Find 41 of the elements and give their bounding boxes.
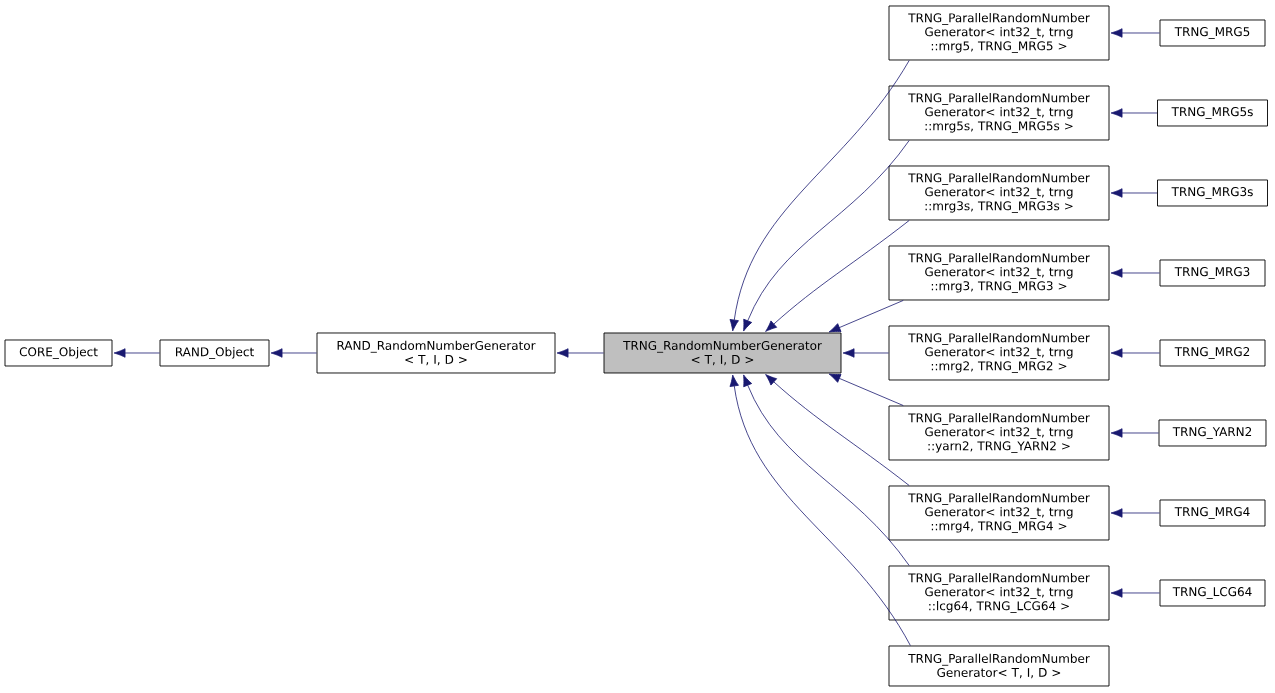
arrow: [765, 374, 910, 486]
class-box: TRNG_LCG64: [1159, 579, 1266, 607]
class-box: TRNG_ParallelRandomNumber Generator< int32_t, trng ::mrg5s, TRNG_MRG5s >: [888, 85, 1110, 141]
class-box: TRNG_RandomNumberGenerator < T, I, D >: [603, 332, 842, 374]
arrow: [828, 373, 904, 406]
arrow: [743, 374, 910, 566]
class-box: RAND_RandomNumberGenerator < T, I, D >: [316, 332, 556, 374]
arrow: [113, 348, 160, 358]
arrow: [1110, 108, 1158, 118]
class-box: RAND_Object: [159, 339, 270, 367]
class-box: TRNG_MRG3s: [1157, 179, 1268, 207]
arrow: [556, 348, 604, 358]
class-box: TRNG_ParallelRandomNumber Generator< int32_t, trng ::mrg5, TRNG_MRG5 >: [888, 5, 1110, 61]
arrow: [1110, 188, 1158, 198]
arrow: [765, 220, 910, 332]
class-box: TRNG_ParallelRandomNumber Generator< int32_t, trng ::lcg64, TRNG_LCG64 >: [888, 565, 1110, 621]
arrow: [1110, 28, 1160, 38]
class-box: TRNG_YARN2: [1158, 419, 1267, 447]
class-box: TRNG_MRG5s: [1157, 99, 1268, 127]
class-box: TRNG_ParallelRandomNumber Generator< int32_t, trng ::mrg3, TRNG_MRG3 >: [888, 245, 1110, 301]
class-box: CORE_Object: [4, 339, 113, 367]
arrow: [828, 300, 904, 333]
class-box: TRNG_MRG3: [1159, 259, 1266, 287]
arrow: [729, 374, 911, 646]
arrow: [270, 348, 317, 358]
arrow: [743, 140, 910, 332]
class-box: TRNG_ParallelRandomNumber Generator< int32_t, trng ::mrg2, TRNG_MRG2 >: [888, 325, 1110, 381]
arrow: [1110, 348, 1160, 358]
arrow: [1110, 508, 1160, 518]
arrow: [1110, 268, 1160, 278]
class-box: TRNG_ParallelRandomNumber Generator< int32_t, trng ::mrg4, TRNG_MRG4 >: [888, 485, 1110, 541]
class-box: TRNG_MRG2: [1159, 339, 1266, 367]
arrow: [1110, 588, 1160, 598]
arrow: [842, 348, 889, 358]
arrow: [1110, 428, 1159, 438]
arrow: [729, 60, 910, 332]
class-box: TRNG_MRG5: [1159, 19, 1266, 47]
class-box: TRNG_ParallelRandomNumber Generator< T, I, D >: [888, 645, 1110, 687]
class-box: TRNG_ParallelRandomNumber Generator< int32_t, trng ::mrg3s, TRNG_MRG3s >: [888, 165, 1110, 221]
class-box: TRNG_ParallelRandomNumber Generator< int32_t, trng ::yarn2, TRNG_YARN2 >: [888, 405, 1110, 461]
class-box: TRNG_MRG4: [1159, 499, 1266, 527]
